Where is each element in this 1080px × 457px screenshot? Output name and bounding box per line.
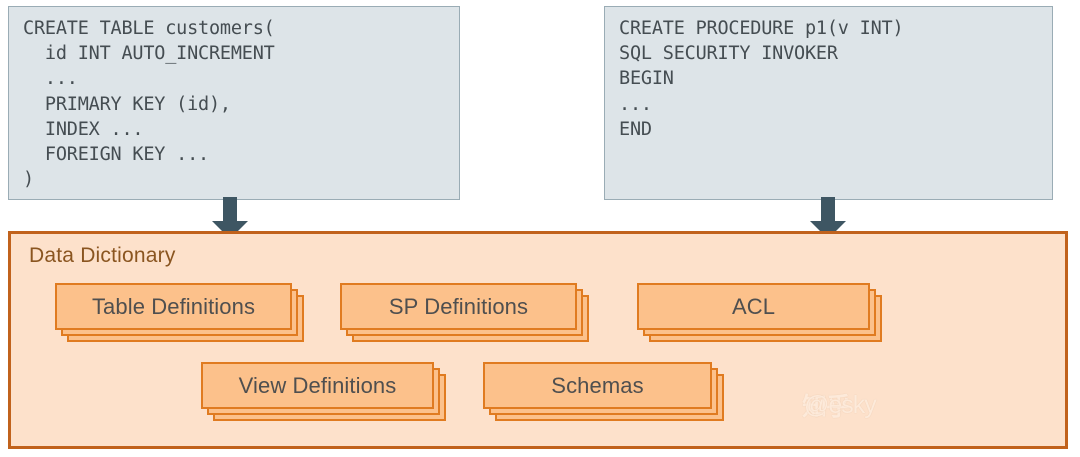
card-label: ACL xyxy=(731,293,776,319)
card-stack-layer-front: View Definitions xyxy=(201,362,434,409)
sql-code-text-create-procedure: CREATE PROCEDURE p1(v INT) SQL SECURITY … xyxy=(619,18,904,140)
down-arrow-icon-table xyxy=(212,197,248,239)
card-label: View Definitions xyxy=(238,372,397,398)
card-table-definitions[interactable]: Table Definitions xyxy=(55,283,304,342)
card-stack-layer-front: Table Definitions xyxy=(55,283,292,330)
card-label: Table Definitions xyxy=(91,293,256,319)
card-acl[interactable]: ACL xyxy=(637,283,882,342)
down-arrow-icon-procedure xyxy=(810,197,846,239)
card-stack-layer-front: SP Definitions xyxy=(340,283,577,330)
card-schemas[interactable]: Schemas xyxy=(483,362,724,421)
card-label: SP Definitions xyxy=(388,293,529,319)
card-view-definitions[interactable]: View Definitions xyxy=(201,362,446,421)
sql-code-box-create-table: CREATE TABLE customers( id INT AUTO_INCR… xyxy=(8,6,460,200)
card-sp-definitions[interactable]: SP Definitions xyxy=(340,283,589,342)
card-label: Schemas xyxy=(551,372,644,398)
data-dictionary-title: Data Dictionary xyxy=(29,244,176,267)
sql-code-box-create-procedure: CREATE PROCEDURE p1(v INT) SQL SECURITY … xyxy=(604,6,1053,200)
card-stack-layer-front: ACL xyxy=(637,283,870,330)
sql-code-text-create-table: CREATE TABLE customers( id INT AUTO_INCR… xyxy=(23,18,275,191)
card-stack-layer-front: Schemas xyxy=(483,362,712,409)
